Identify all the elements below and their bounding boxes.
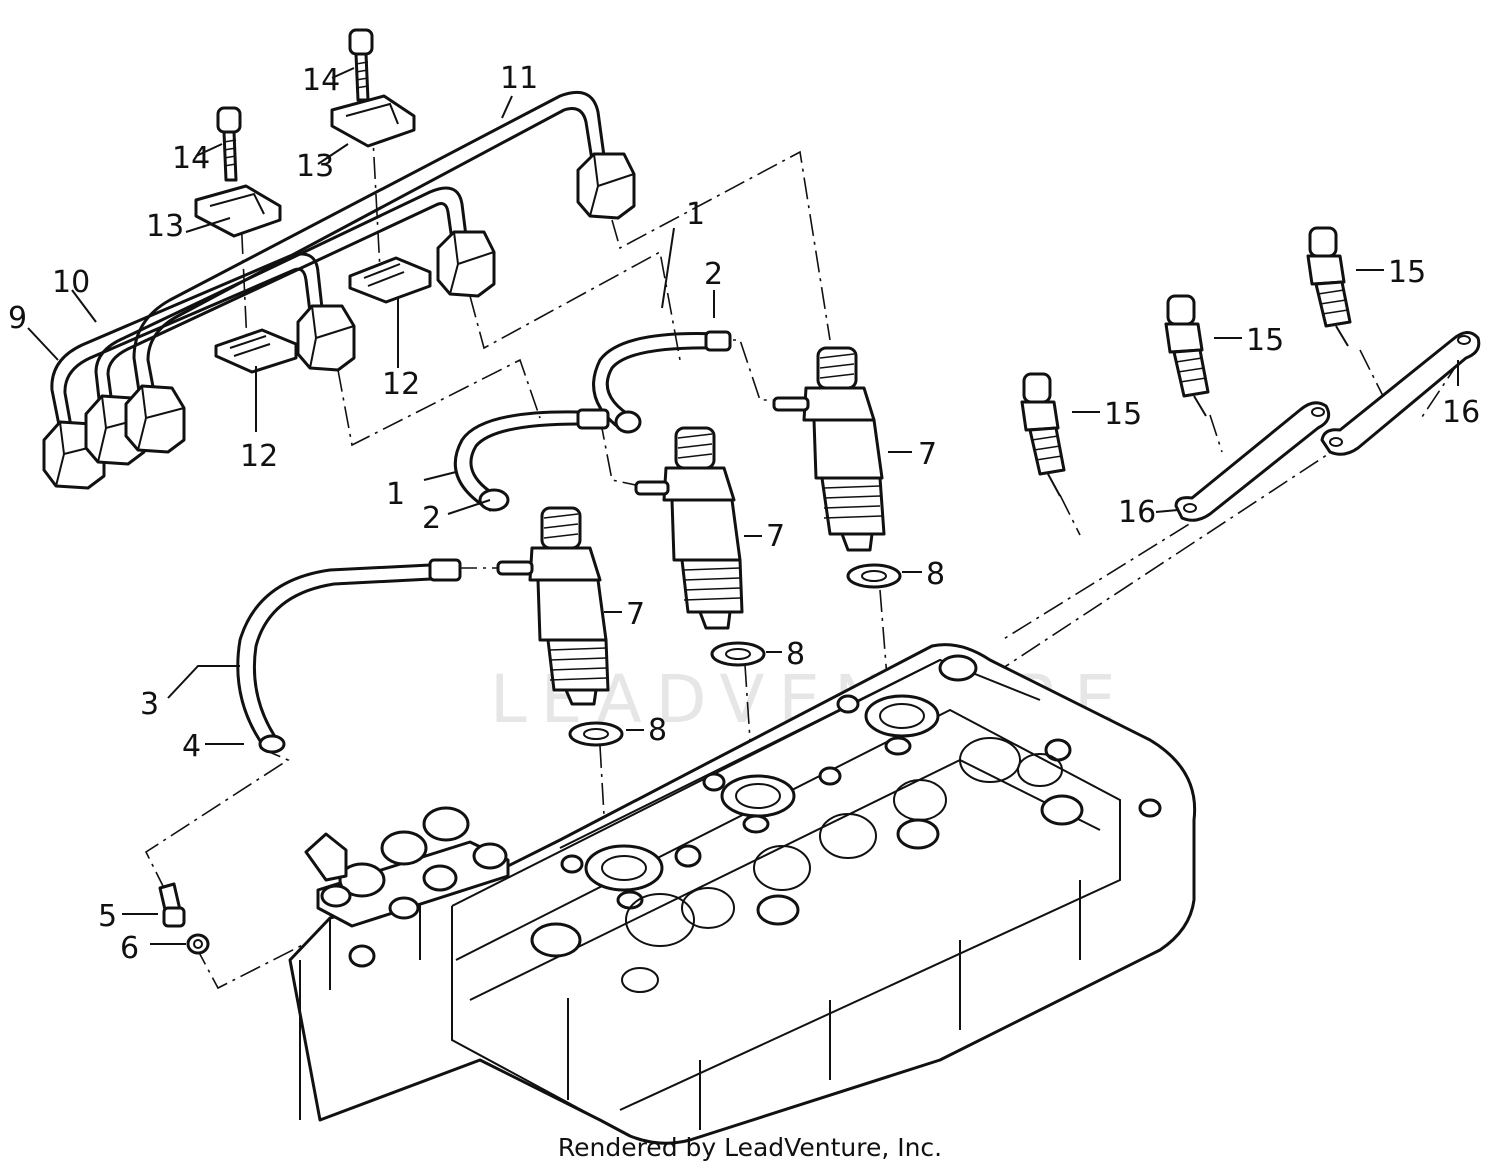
cylinder-head bbox=[288, 643, 1197, 1145]
callout-5: 5 bbox=[98, 899, 117, 934]
callout-12-b: 12 bbox=[382, 367, 420, 402]
callout-4: 4 bbox=[182, 729, 201, 764]
callout-13-b: 13 bbox=[296, 149, 334, 184]
callout-7-c: 7 bbox=[918, 437, 937, 472]
flare-nuts bbox=[42, 152, 636, 490]
injection-pipe-assembly bbox=[50, 91, 606, 434]
return-fitting bbox=[158, 882, 210, 955]
leak-off-pipes bbox=[236, 330, 732, 754]
callout-labels: 1 1 2 2 3 4 5 6 7 7 7 8 8 8 9 10 11 12 1… bbox=[8, 61, 1480, 966]
nozzle-c bbox=[772, 346, 886, 552]
nozzle-b bbox=[634, 426, 744, 630]
injection-nozzles bbox=[496, 346, 886, 706]
leader-lines bbox=[27, 67, 1459, 945]
callout-12-a: 12 bbox=[240, 439, 278, 474]
callout-13-a: 13 bbox=[146, 209, 184, 244]
callout-8-a: 8 bbox=[648, 713, 667, 748]
callout-2-b: 2 bbox=[422, 501, 441, 536]
glow-plugs bbox=[1020, 226, 1352, 497]
callout-7-b: 7 bbox=[766, 519, 785, 554]
callout-8-c: 8 bbox=[926, 557, 945, 592]
callout-1-b: 1 bbox=[386, 477, 405, 512]
callout-7-a: 7 bbox=[626, 597, 645, 632]
footer-credit: Rendered by LeadVenture, Inc. bbox=[557, 1133, 943, 1162]
callout-16-a: 16 bbox=[1118, 495, 1156, 530]
callout-16-b: 16 bbox=[1442, 395, 1480, 430]
clamp-bolts bbox=[216, 28, 374, 182]
callout-9: 9 bbox=[8, 301, 27, 336]
callout-11: 11 bbox=[500, 61, 538, 96]
pipe-clamps bbox=[194, 94, 432, 374]
nozzle-a bbox=[496, 506, 610, 706]
callout-14-b: 14 bbox=[302, 63, 340, 98]
callout-8-b: 8 bbox=[786, 637, 805, 672]
callout-14-a: 14 bbox=[172, 141, 210, 176]
nozzle-washers bbox=[568, 563, 902, 747]
callout-15-a: 15 bbox=[1104, 397, 1142, 432]
callout-2-a: 2 bbox=[704, 257, 723, 292]
callout-15-b: 15 bbox=[1246, 323, 1284, 358]
callout-1-a: 1 bbox=[686, 197, 705, 232]
callout-3: 3 bbox=[140, 687, 159, 722]
callout-15-c: 15 bbox=[1388, 255, 1426, 290]
callout-10: 10 bbox=[52, 265, 90, 300]
glow-plug-leads bbox=[1174, 331, 1481, 522]
callout-6: 6 bbox=[120, 931, 139, 966]
